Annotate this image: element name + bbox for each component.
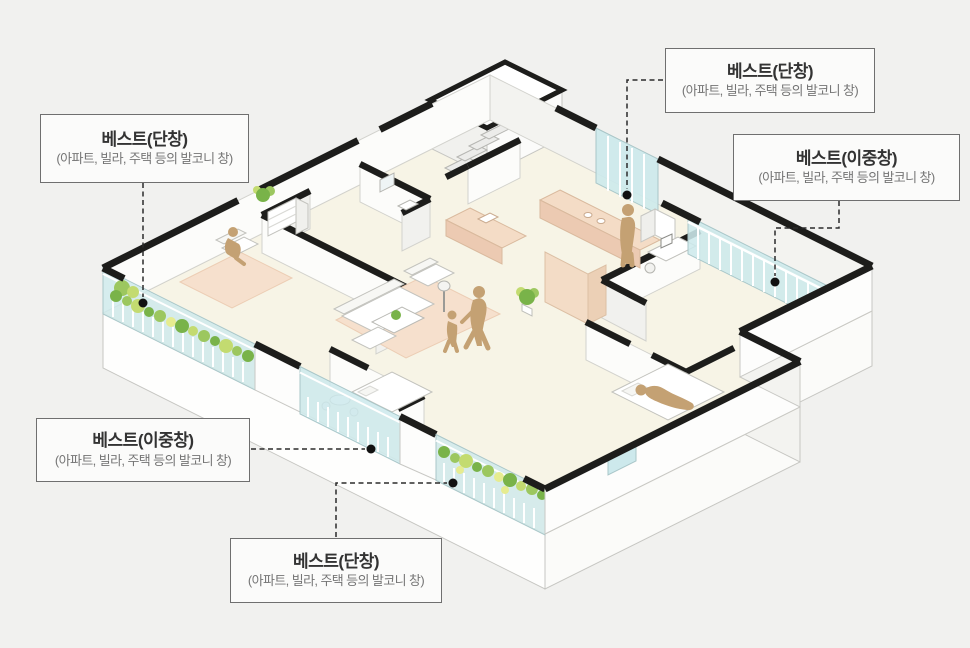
balcony-plants-bottom bbox=[438, 446, 547, 500]
balcony-front-double-window bbox=[299, 365, 401, 465]
balcony-plants-left bbox=[110, 280, 254, 362]
callout-double-window-right: 베스트(이중창) (아파트, 빌라, 주택 등의 발코니 창) bbox=[733, 134, 960, 201]
callout-subtitle: (아파트, 빌라, 주택 등의 발코니 창) bbox=[681, 83, 859, 99]
callout-title: 베스트(이중창) bbox=[795, 148, 898, 168]
callout-single-window-left: 베스트(단창) (아파트, 빌라, 주택 등의 발코니 창) bbox=[40, 114, 249, 183]
bedroom-bottom-right bbox=[610, 363, 726, 421]
callout-subtitle: (아파트, 빌라, 주택 등의 발코니 창) bbox=[247, 573, 425, 589]
back-walls bbox=[101, 74, 874, 314]
study-room bbox=[620, 204, 698, 274]
callout-single-window-top-right: 베스트(단창) (아파트, 빌라, 주택 등의 발코니 창) bbox=[665, 48, 875, 113]
person-walking-with-child bbox=[443, 286, 491, 353]
front-right-walls bbox=[543, 262, 874, 535]
person-lying bbox=[635, 384, 694, 411]
person-standing bbox=[620, 204, 636, 268]
leader-lines bbox=[142, 79, 840, 537]
callout-title: 베스트(이중창) bbox=[92, 431, 194, 451]
callout-subtitle: (아파트, 빌라, 주택 등의 발코니 창) bbox=[56, 151, 233, 167]
person-sitting bbox=[224, 227, 246, 266]
balcony-bottom-single-window bbox=[435, 433, 547, 536]
stairs bbox=[443, 123, 513, 173]
callout-title: 베스트(단창) bbox=[101, 129, 188, 149]
callout-subtitle: (아파트, 빌라, 주택 등의 발코니 창) bbox=[54, 452, 232, 468]
callout-subtitle: (아파트, 빌라, 주택 등의 발코니 창) bbox=[758, 170, 935, 186]
leader-dots bbox=[138, 190, 780, 488]
callout-title: 베스트(단창) bbox=[292, 551, 380, 571]
top-left-room bbox=[214, 172, 420, 266]
balcony-left-single-window bbox=[101, 264, 256, 391]
callout-double-window-bottom-left: 베스트(이중창) (아파트, 빌라, 주택 등의 발코니 창) bbox=[36, 418, 250, 482]
wall-cap bbox=[253, 340, 302, 370]
wall-cap bbox=[398, 413, 438, 438]
living-room bbox=[178, 251, 539, 359]
callout-title: 베스트(단창) bbox=[726, 61, 814, 81]
callout-single-window-bottom: 베스트(단창) (아파트, 빌라, 주택 등의 발코니 창) bbox=[230, 538, 442, 603]
